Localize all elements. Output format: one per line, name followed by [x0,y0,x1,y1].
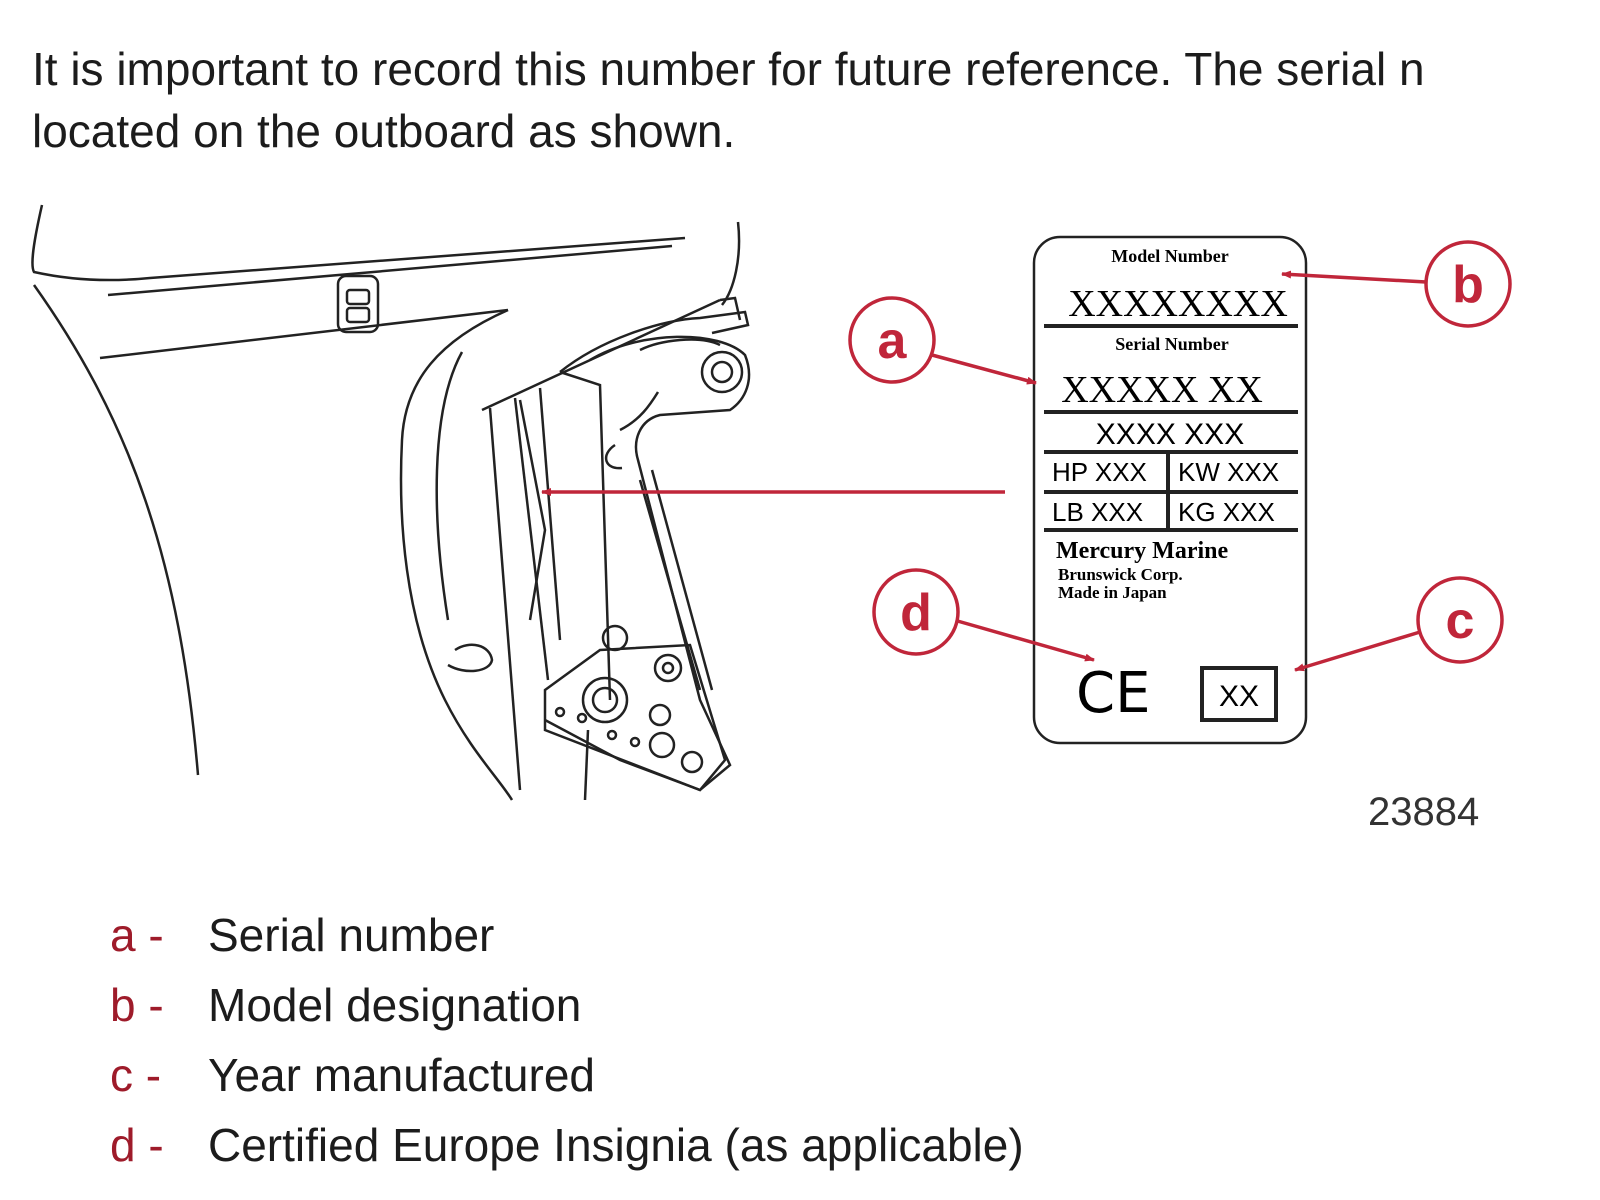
legend-item: a - Serial number [110,900,1024,970]
callout-b: b [1281,240,1512,328]
legend-text: Serial number [208,909,495,961]
intro-line-1: It is important to record this number fo… [32,43,1425,95]
label-kw: KW XXX [1178,457,1279,487]
legend-item: b - Model designation [110,970,1024,1040]
legend-text: Certified Europe Insignia (as applicable… [208,1119,1024,1171]
callout-d: d [872,568,1095,662]
model-number-heading: Model Number [1111,246,1228,266]
label-corp: Brunswick Corp. [1058,565,1183,584]
serial-number-heading: Serial Number [1115,334,1228,354]
callout-b-letter: b [1452,256,1484,314]
id-label-plate: Model Number XXXXXXXX Serial Number XXXX… [1032,235,1308,745]
legend-letter: a - [110,909,164,961]
label-kg: KG XXX [1178,497,1275,527]
legend: a - Serial number b - Model designation … [110,900,1024,1180]
legend-letter: c - [110,1049,162,1101]
callout-c-letter: c [1446,592,1475,650]
legend-letter: b - [110,979,164,1031]
callout-d-letter: d [900,584,932,642]
legend-letter: d - [110,1119,164,1171]
intro-line-2: located on the outboard as shown. [32,105,736,157]
legend-item: d - Certified Europe Insignia (as applic… [110,1110,1024,1180]
label-code: XXXX XXX [1096,418,1244,451]
legend-text: Year manufactured [208,1049,596,1101]
legend-item: c - Year manufactured [110,1040,1024,1110]
year-box-value: XX [1219,680,1259,713]
callout-a: a [848,296,1037,385]
callout-a-letter: a [878,312,908,370]
serial-number-value: XXXXX XX [1061,369,1263,411]
intro-paragraph: It is important to record this number fo… [32,38,1600,178]
ce-mark: CE [1076,661,1150,726]
figure-id: 23884 [1368,790,1480,834]
label-lb: LB XXX [1052,497,1143,527]
label-origin: Made in Japan [1058,583,1167,602]
label-hp: HP XXX [1052,457,1147,487]
legend-text: Model designation [208,979,582,1031]
model-number-value: XXXXXXXX [1068,283,1288,325]
label-maker: Mercury Marine [1056,538,1228,564]
outboard-drawing [31,204,751,801]
callout-c: c [1294,576,1504,672]
